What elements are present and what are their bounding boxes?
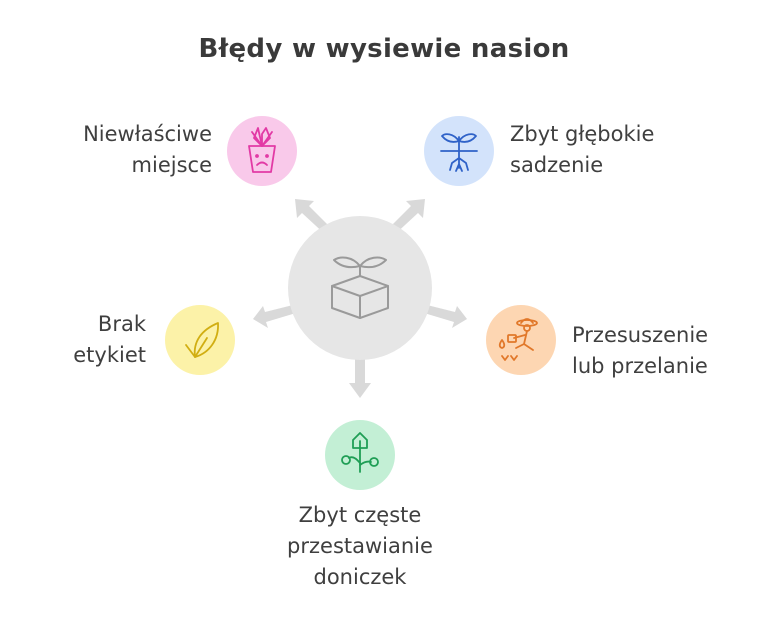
diagram-title: Błędy w wysiewie nasion: [198, 34, 570, 64]
gardener-watering-icon: [498, 318, 538, 361]
label-line: miejsce: [131, 153, 212, 177]
label-line: Zbyt częste: [298, 503, 422, 527]
orange-node-circle: [486, 305, 556, 375]
plant-house-icon: [341, 432, 379, 473]
label-line: Przesuszenie: [572, 323, 709, 347]
label-brak-etykiet: Brak etykiet: [40, 309, 146, 371]
yellow-node-circle: [165, 305, 235, 375]
hub-circle: [288, 216, 432, 360]
label-line: lub przelanie: [572, 354, 708, 378]
label-line: doniczek: [313, 565, 407, 589]
label-line: Brak: [97, 312, 146, 336]
label-przesuszenie: Przesuszenie lub przelanie: [572, 320, 762, 382]
seedling-box-icon: [331, 256, 389, 319]
arrow-to-przesuszenie: [424, 305, 467, 328]
label-zbyt-czeste: Zbyt częste przestawianie doniczek: [240, 500, 480, 593]
label-line: etykiet: [73, 343, 146, 367]
leaf-icon: [185, 322, 219, 358]
arrow-to-zbyt-czeste: [349, 345, 371, 398]
sprout-roots-icon: [440, 133, 478, 172]
label-line: przestawianie: [287, 534, 433, 558]
label-line: sadzenie: [510, 153, 604, 177]
sad-flower-pot-icon: [248, 127, 276, 173]
arrow-to-brak-etykiet: [253, 305, 296, 328]
label-zbyt-glebokie-sadzenie: Zbyt głębokie sadzenie: [510, 119, 730, 181]
pink-node-circle: [227, 116, 297, 186]
label-niewlasciwe-miejsce: Niewłaściwe miejsce: [40, 119, 212, 181]
label-line: Zbyt głębokie: [510, 122, 655, 146]
label-line: Niewłaściwe: [83, 122, 212, 146]
